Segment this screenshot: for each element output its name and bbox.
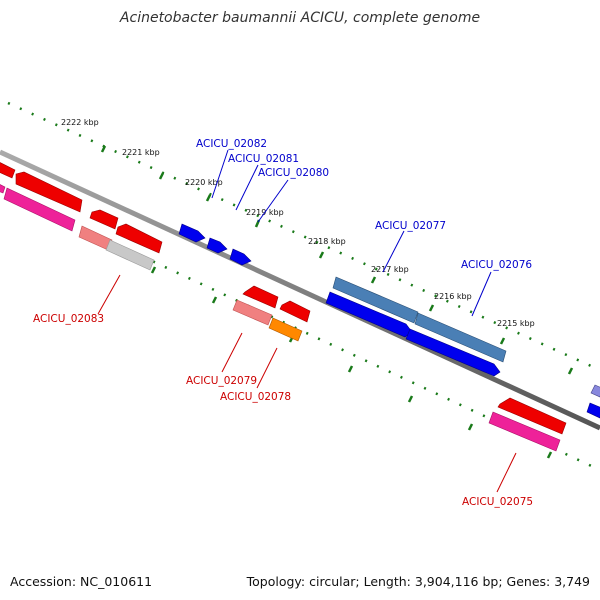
gene-label-ACICU_02079[interactable]: ACICU_02079 <box>186 375 257 387</box>
gene-arrow[interactable] <box>15 171 83 213</box>
tick-label-2221: 2221 kbp <box>122 148 160 157</box>
tick-label-2217: 2217 kbp <box>371 265 409 274</box>
major-ticks <box>100 145 574 375</box>
gene-label-ACICU_02080[interactable]: ACICU_02080 <box>258 167 329 179</box>
gene-arrow[interactable] <box>178 223 206 243</box>
tick-label-2218: 2218 kbp <box>308 237 346 246</box>
gene-cluster-long[interactable] <box>325 276 600 419</box>
gene-arrow[interactable] <box>0 182 6 194</box>
gene-arrow[interactable] <box>3 187 76 232</box>
gene-arrow[interactable] <box>332 276 419 324</box>
gene-arrow[interactable] <box>229 248 252 266</box>
gene-arrow[interactable] <box>78 225 113 251</box>
gene-arrow[interactable] <box>488 411 561 452</box>
gene-label-ACICU_02082[interactable]: ACICU_02082 <box>196 138 267 150</box>
gene-label-ACICU_02076[interactable]: ACICU_02076 <box>461 259 532 271</box>
genome-summary-text: Topology: circular; Length: 3,904,116 bp… <box>246 574 590 589</box>
gene-arrow[interactable] <box>0 160 16 179</box>
gene-label-ACICU_02078[interactable]: ACICU_02078 <box>220 391 291 403</box>
gene-label-ACICU_02083[interactable]: ACICU_02083 <box>33 313 104 325</box>
label-leaders <box>97 149 517 493</box>
gene-arrow[interactable] <box>268 317 303 342</box>
genome-backbone <box>0 149 600 431</box>
gene-arrow[interactable] <box>405 328 501 377</box>
gene-arrow[interactable] <box>279 300 311 323</box>
gene-cluster-right[interactable] <box>488 397 567 452</box>
gene-cluster-left[interactable] <box>0 160 163 271</box>
gene-arrow[interactable] <box>232 299 273 326</box>
gene-arrow[interactable] <box>414 312 507 363</box>
gene-arrow[interactable] <box>105 239 155 271</box>
tick-label-2215: 2215 kbp <box>497 319 535 328</box>
gene-cluster-middle[interactable] <box>232 285 311 342</box>
gene-arrow[interactable] <box>586 402 600 419</box>
gene-label-ACICU_02075[interactable]: ACICU_02075 <box>462 496 533 508</box>
tick-label-2222: 2222 kbp <box>61 118 99 127</box>
tick-label-2220: 2220 kbp <box>185 178 223 187</box>
map-title: Acinetobacter baumannii ACICU, complete … <box>119 10 481 26</box>
gene-label-ACICU_02081[interactable]: ACICU_02081 <box>228 153 299 165</box>
gene-arrow[interactable] <box>89 209 119 230</box>
accession-text: Accession: NC_010611 <box>10 574 153 589</box>
gene-arrow[interactable] <box>242 285 279 309</box>
tick-label-2216: 2216 kbp <box>434 292 472 301</box>
gene-arrow[interactable] <box>590 384 600 398</box>
gene-arrow[interactable] <box>497 397 567 435</box>
gene-arrow[interactable] <box>115 223 163 254</box>
gene-cluster-blue[interactable] <box>178 223 252 266</box>
gene-label-ACICU_02077[interactable]: ACICU_02077 <box>375 220 446 232</box>
gene-arrow[interactable] <box>206 237 228 254</box>
